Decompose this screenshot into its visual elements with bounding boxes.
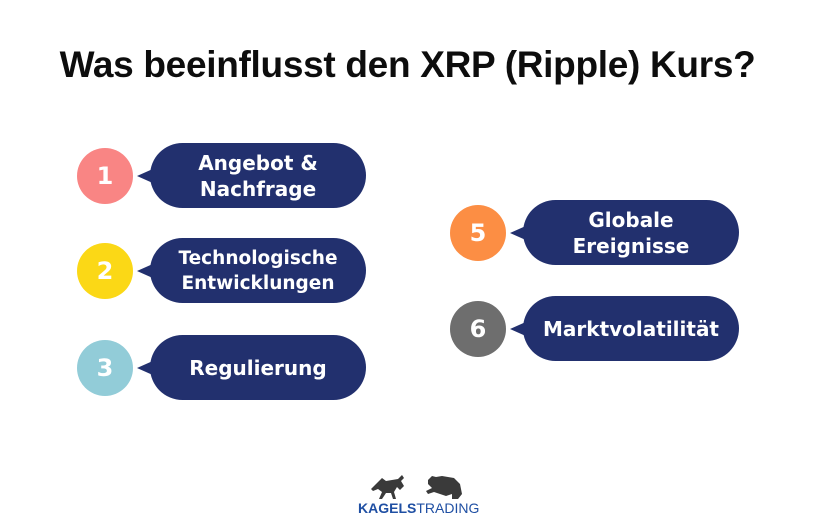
number-badge: 6 [450, 301, 506, 357]
kagelstrading-logo: KAGELSTRADING [358, 472, 480, 520]
label-line-2: Nachfrage [199, 176, 317, 201]
label-line-1: Technologische [178, 247, 338, 269]
factor-label: Regulierung [150, 335, 366, 400]
logo-regular-text: TRADING [416, 500, 480, 516]
label-line-1: Angebot & [198, 150, 318, 175]
logo-bold-text: KAGELS [358, 500, 417, 516]
label-line-2: Entwicklungen [181, 272, 335, 294]
label-line-1: Marktvolatilität [543, 316, 719, 341]
factor-item-1: 1 Angebot &Nachfrage [77, 143, 377, 209]
bull-and-bear-icon [371, 475, 462, 499]
factor-item-6: 6 Marktvolatilität [450, 296, 750, 362]
label-line-1: Globale [588, 207, 674, 232]
logo-wordmark: KAGELSTRADING [358, 500, 480, 516]
number-badge: 5 [450, 205, 506, 261]
number-badge: 3 [77, 340, 133, 396]
factor-item-3: 3 Regulierung [77, 335, 377, 401]
number-badge: 1 [77, 148, 133, 204]
factor-label: Marktvolatilität [523, 296, 739, 361]
number-badge: 2 [77, 243, 133, 299]
page-title: Was beeinflusst den XRP (Ripple) Kurs? [59, 44, 756, 85]
label-line-2: Ereignisse [572, 233, 690, 258]
factor-label: Angebot &Nachfrage [150, 143, 366, 208]
label-line-1: Regulierung [189, 355, 327, 380]
